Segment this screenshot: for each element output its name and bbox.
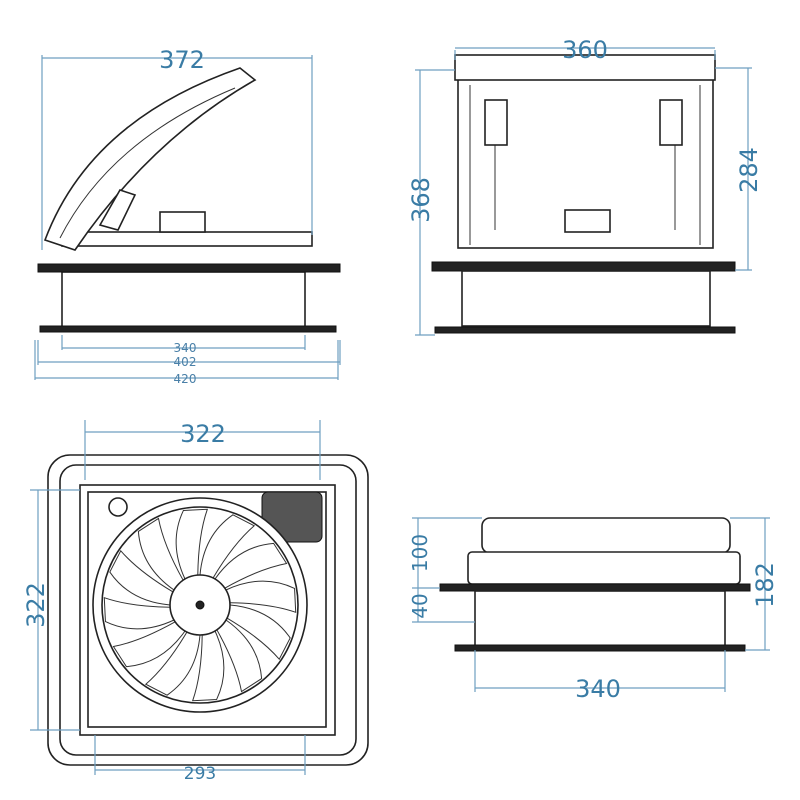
fan-blade [112, 621, 186, 668]
side-closed-view: 100 40 182 340 [408, 517, 779, 703]
fan-blade [137, 517, 184, 591]
dim-293: 293 [184, 764, 216, 784]
fan-blade [175, 508, 209, 580]
dim-340-small: 340 [174, 341, 197, 355]
dim-372: 372 [159, 46, 205, 74]
fan-blade [225, 580, 297, 614]
fan-blade [214, 542, 288, 589]
dim-100: 100 [408, 534, 432, 572]
dim-182: 182 [751, 562, 779, 608]
top-view: 322 322 293 [22, 420, 369, 784]
dim-420: 420 [174, 372, 197, 386]
fan-blade [226, 604, 291, 661]
dim-40: 40 [408, 593, 432, 618]
fan-blade [109, 549, 174, 606]
dim-284: 284 [735, 147, 763, 193]
fan-blade [191, 630, 225, 702]
dim-368: 368 [407, 177, 435, 223]
fan-blade [144, 631, 201, 696]
fan-blade [103, 596, 175, 630]
dim-402: 402 [174, 355, 197, 369]
dim-322-side: 322 [22, 582, 50, 628]
dim-360: 360 [562, 36, 608, 64]
side-open-view: 372 340 402 420 [34, 46, 341, 386]
dim-322-top: 322 [180, 420, 226, 448]
dim-340: 340 [575, 675, 621, 703]
fan-blade [216, 619, 263, 693]
fan-blade [199, 514, 256, 579]
front-open-view: 360 368 284 [407, 36, 763, 336]
